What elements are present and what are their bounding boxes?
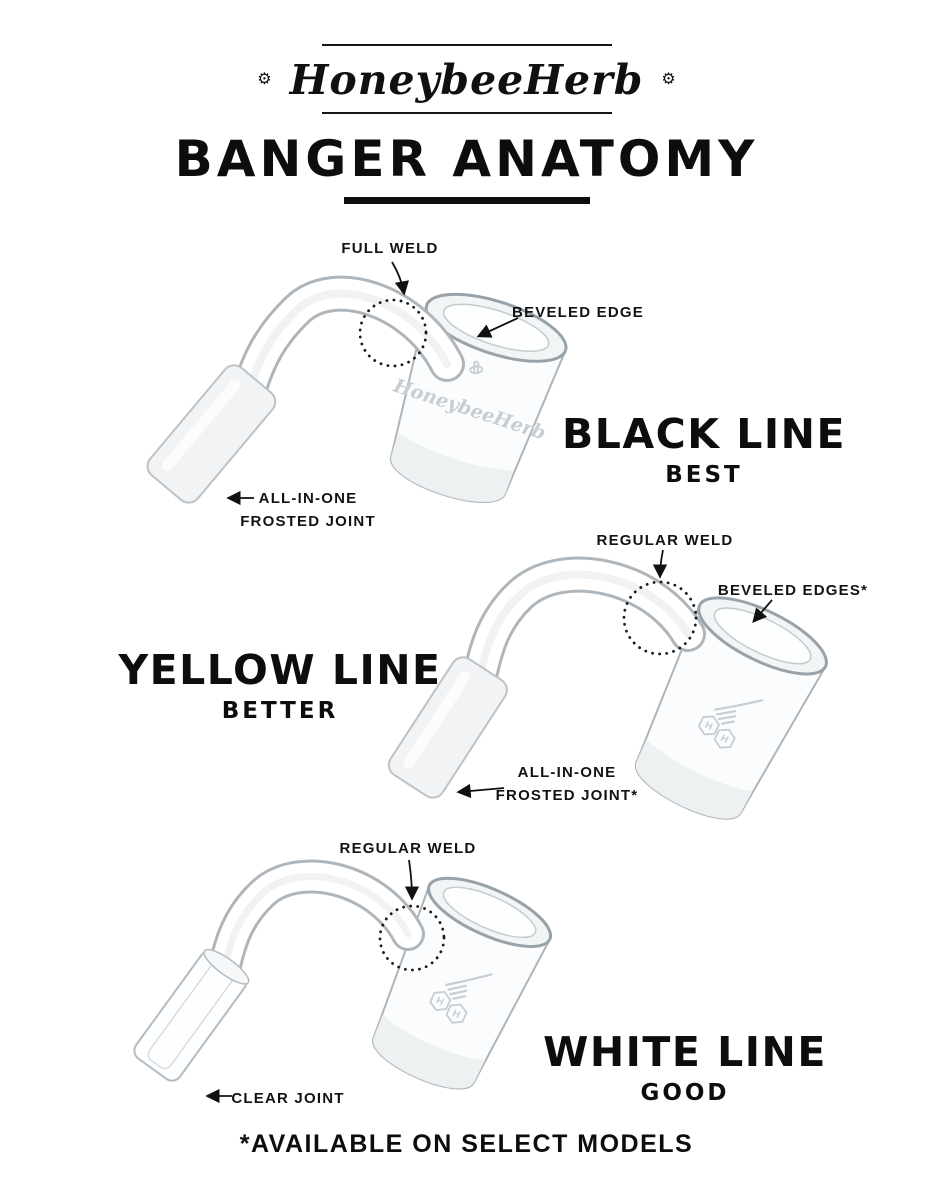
honey-dipper-etch-icon xyxy=(714,699,764,725)
white-line-banger-figure: H H xyxy=(133,859,553,1104)
clear-joint-label: CLEAR JOINT xyxy=(231,1090,345,1107)
regular-weld-label: REGULAR WELD xyxy=(596,532,734,549)
frosted-joint-label-line2: FROSTED JOINT* xyxy=(495,786,639,804)
frosted-joint-label-line1: ALL-IN-ONE xyxy=(258,490,358,507)
title-underline xyxy=(344,197,590,204)
tier-white-name: WHITE LINE xyxy=(543,1028,827,1076)
yellow-line-banger-figure: H H xyxy=(387,549,828,820)
neck-tube xyxy=(462,556,706,694)
tier-yellow-grade: BETTER xyxy=(221,698,339,725)
tier-yellow-line: YELLOW LINE BETTER xyxy=(118,646,442,725)
regular-weld-arrow xyxy=(652,549,668,579)
frosted-joint-label: ALL-IN-ONE FROSTED JOINT* xyxy=(496,762,639,807)
beveled-edges-label: BEVELED EDGES* xyxy=(717,582,869,599)
beveled-edge-label: BEVELED EDGE xyxy=(512,304,644,321)
honeycomb-etch-icon: H H xyxy=(697,715,736,749)
tier-yellow-name: YELLOW LINE xyxy=(118,646,442,694)
neck-tube xyxy=(232,275,465,406)
neck-tube xyxy=(207,859,425,987)
frosted-joint xyxy=(146,364,277,504)
regular-weld-indicator-circle xyxy=(378,904,446,972)
honeycomb-monogram: H xyxy=(434,995,445,1008)
frosted-joint-label: ALL-IN-ONE FROSTED JOINT xyxy=(240,488,376,533)
availability-footnote: *AVAILABLE ON SELECT MODELS xyxy=(239,1130,694,1158)
joint-collar xyxy=(203,948,250,985)
tier-white-grade: GOOD xyxy=(640,1080,730,1107)
honeycomb-etch-icon: H H xyxy=(429,990,468,1024)
honeycomb-monogram: H xyxy=(719,733,730,746)
regular-weld-label: REGULAR WELD xyxy=(339,840,477,857)
tier-black-grade: BEST xyxy=(665,462,743,489)
regular-weld-arrow xyxy=(404,859,420,901)
frosted-bottom-band xyxy=(373,1014,486,1089)
frosted-joint-label-line2: FROSTED JOINT xyxy=(240,512,376,530)
gear-ornament-left-icon: ⚙ xyxy=(257,71,272,88)
etched-logo: H H xyxy=(429,973,493,1024)
black-line-banger-figure: HoneybeeHerb xyxy=(146,261,568,506)
quartz-bucket: H H xyxy=(634,596,828,820)
tier-black-line: BLACK LINE BEST xyxy=(562,410,846,489)
black-line-section: HoneybeeHerb FULL WELD BEVELED EDGE xyxy=(0,230,933,560)
tier-white-line: WHITE LINE GOOD xyxy=(543,1028,827,1107)
page-title: BANGER ANATOMY xyxy=(174,130,759,188)
frosted-bottom-band xyxy=(635,739,753,819)
brand-header: ⚙ HoneybeeHerb ⚙ xyxy=(0,56,933,104)
frosted-joint xyxy=(387,656,508,799)
honey-dipper-etch-icon xyxy=(445,973,493,1000)
etched-logo: H H xyxy=(697,699,764,749)
clear-joint xyxy=(133,948,250,1082)
header-rule-top xyxy=(322,44,612,46)
yellow-line-section: H H REGULAR WELD BEVEL xyxy=(0,520,933,830)
full-weld-arrow xyxy=(391,261,409,296)
frosted-bottom-band xyxy=(391,432,514,502)
beveled-edges-arrow xyxy=(752,599,773,624)
full-weld-indicator-circle xyxy=(358,298,428,368)
frosted-joint-label-line1: ALL-IN-ONE xyxy=(517,764,617,781)
brand-logo-text: HoneybeeHerb xyxy=(289,56,644,104)
regular-weld-indicator-circle xyxy=(622,580,698,656)
full-weld-label: FULL WELD xyxy=(341,240,439,257)
honeycomb-monogram: H xyxy=(451,1008,462,1021)
frosted-joint-arrow xyxy=(456,783,505,799)
gear-ornament-right-icon: ⚙ xyxy=(661,71,676,88)
white-line-section: H H REGULAR WELD CLE xyxy=(0,830,933,1130)
tier-black-name: BLACK LINE xyxy=(562,410,846,458)
header-rule-bottom xyxy=(322,112,612,114)
etched-bee-icon xyxy=(469,360,484,375)
beveled-edge-arrow xyxy=(476,317,519,338)
honeycomb-monogram: H xyxy=(703,720,714,733)
